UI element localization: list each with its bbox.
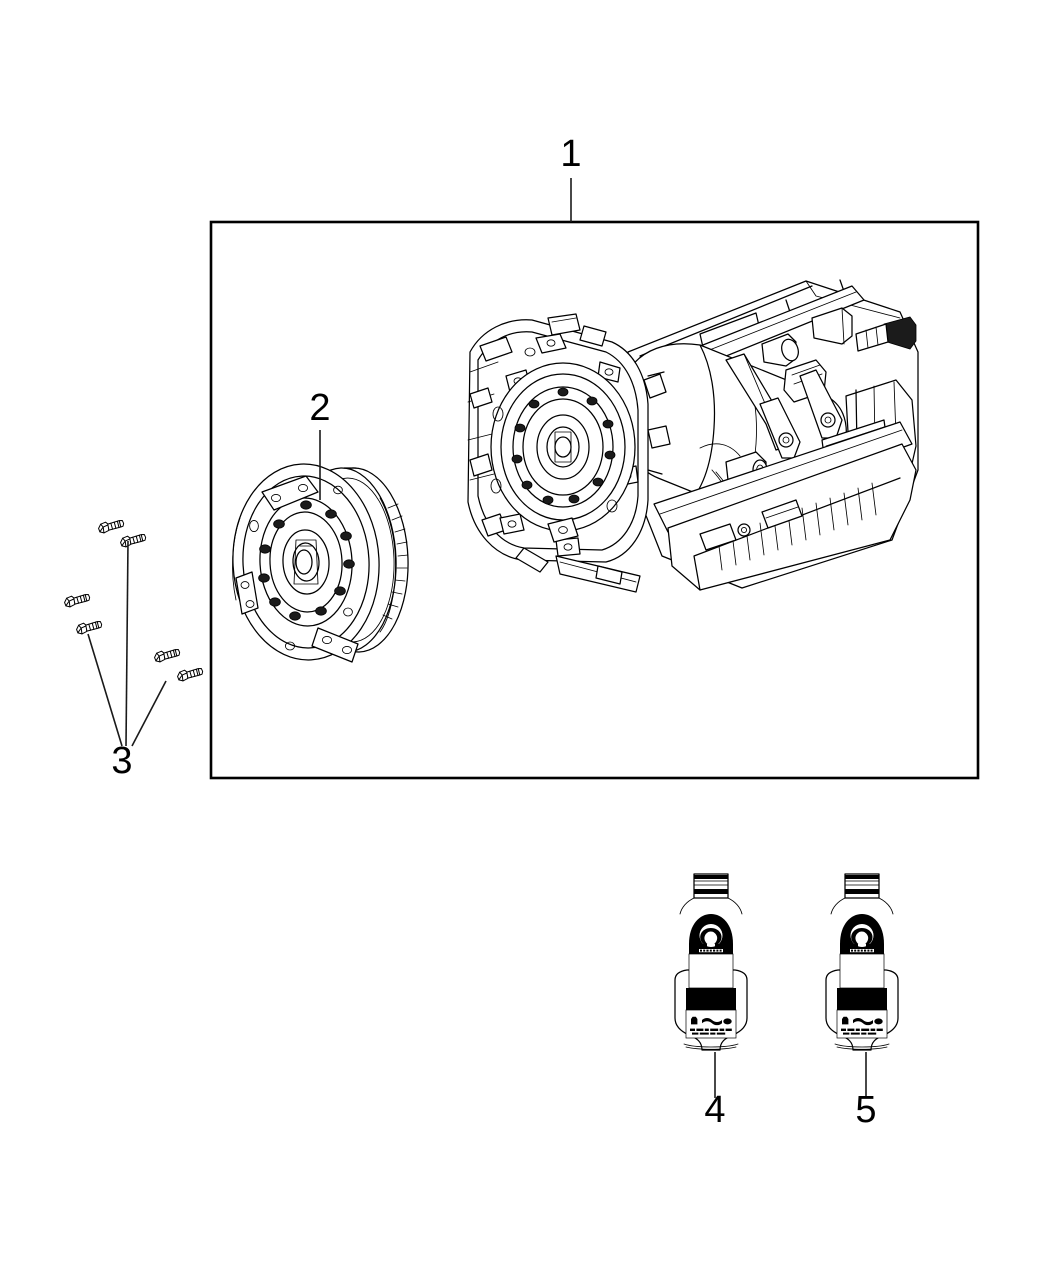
automatic-transmission-assembly <box>467 279 919 593</box>
torque-converter-bolt-group <box>63 518 205 683</box>
hex-head-bolt <box>176 666 205 683</box>
callout-number-3: 3 <box>111 740 132 782</box>
hex-head-bolt <box>63 592 92 609</box>
leader-line-3b <box>125 540 129 747</box>
assembly-group-box <box>209 220 980 780</box>
callout-number-1: 1 <box>560 133 581 175</box>
leader-line-3a <box>87 633 123 747</box>
leader-line-3c <box>131 680 167 747</box>
mopar-fluid-bottle <box>825 873 899 1051</box>
callout-number-5: 5 <box>855 1089 876 1131</box>
hex-head-bolt <box>119 532 148 549</box>
callout-number-2: 2 <box>309 387 330 429</box>
callout-number-4: 4 <box>704 1089 725 1131</box>
hex-head-bolt <box>97 518 126 535</box>
mopar-fluid-bottle <box>674 873 748 1051</box>
hex-head-bolt <box>75 619 104 636</box>
torque-converter-with-flexplate <box>232 463 409 663</box>
hex-head-bolt <box>153 647 182 664</box>
